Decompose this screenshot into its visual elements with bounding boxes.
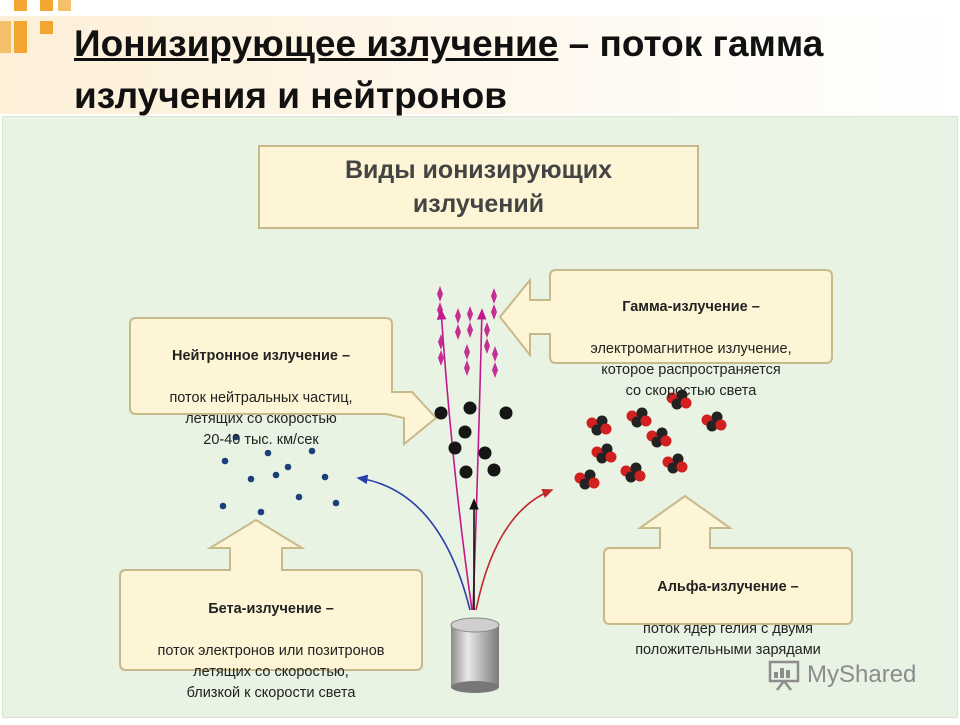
neutron-particle [458, 425, 472, 439]
alpha-heading: Альфа-излучение – [657, 579, 799, 595]
neutron-heading: Нейтронное излучение – [171, 348, 351, 364]
neutron-description: поток нейтральных частиц, летящих со ско… [169, 390, 353, 448]
electron-particle [284, 463, 292, 471]
alpha-callout-text: Альфа-излучение – поток ядер гелия с дву… [604, 556, 852, 682]
neutron-particle [463, 401, 477, 415]
electron-particle [221, 457, 229, 465]
gamma-callout [498, 269, 833, 364]
gamma-description: электромагнитное излучение, которое расп… [590, 341, 792, 399]
alpha-particles [574, 389, 727, 490]
neutron-callout [129, 317, 438, 447]
gamma-quantum [484, 322, 490, 354]
gamma-quantum [491, 288, 497, 320]
gamma-quanta [437, 286, 498, 378]
watermark-text: MyShared [807, 661, 917, 688]
gamma-callout-text: Гамма-излучение – электромагнитное излуч… [550, 276, 832, 423]
beta-callout [119, 518, 423, 671]
gamma-quantum [492, 346, 498, 378]
neutron-callout-text: Нейтронное излучение – поток нейтральных… [130, 325, 392, 472]
watermark: MyShared [767, 657, 916, 693]
corner-decoration [0, 0, 960, 114]
gamma-quantum [438, 334, 444, 366]
neutron-particle [487, 463, 501, 477]
neutron-particle [478, 446, 492, 460]
beta-description: поток электронов или позитронов летящих … [157, 643, 385, 701]
neutron-particles [434, 401, 513, 479]
alpha-particle [626, 407, 652, 428]
title-rest: – поток гамма излучения и нейтронов [74, 23, 824, 116]
alpha-particle [591, 443, 617, 464]
alpha-description: поток ядер гелия с двумя положительными … [635, 621, 821, 658]
alpha-particle [620, 462, 646, 483]
alpha-particle [646, 427, 672, 448]
gamma-quantum [467, 306, 473, 338]
electron-particle [219, 502, 227, 510]
beta-callout-text: Бета-излучение – поток электронов или по… [120, 578, 422, 725]
alpha-particle [586, 415, 612, 436]
electron-particle [308, 447, 316, 455]
presentation-icon [768, 660, 800, 691]
beta-particles [219, 433, 340, 516]
neutron-particle [459, 465, 473, 479]
electron-particle [295, 493, 303, 501]
radiation-source-cylinder [450, 617, 500, 693]
gamma-quantum [455, 308, 461, 340]
electron-particle [332, 499, 340, 507]
diagram-header-text: Виды ионизирующих излучений [344, 156, 613, 218]
gamma-quantum [437, 286, 443, 318]
alpha-particle [666, 389, 692, 410]
diagram-header-box: Виды ионизирующих излучений [258, 145, 699, 229]
gamma-ray-trace [436, 308, 473, 611]
neutron-particle [448, 441, 462, 455]
alpha-particle [574, 469, 600, 490]
slide-title: Ионизирующее излучение – поток гамма изл… [74, 18, 934, 122]
electron-particle [272, 471, 280, 479]
alpha-ray-trace [475, 489, 554, 611]
beta-heading: Бета-излучение – [208, 601, 334, 617]
neutron-particle [499, 406, 513, 420]
beta-ray-trace [356, 474, 471, 611]
alpha-callout [603, 494, 853, 625]
electron-particle [247, 475, 255, 483]
electron-particle [264, 449, 272, 457]
alpha-particle [701, 411, 727, 432]
gamma-quantum [464, 344, 470, 376]
title-underlined: Ионизирующее излучение [74, 23, 559, 64]
electron-particle [321, 473, 329, 481]
electron-particle [232, 433, 240, 441]
gamma-heading: Гамма-излучение – [622, 299, 760, 315]
alpha-particle [662, 453, 688, 474]
neutron-particle [434, 406, 448, 420]
electron-particle [257, 508, 265, 516]
